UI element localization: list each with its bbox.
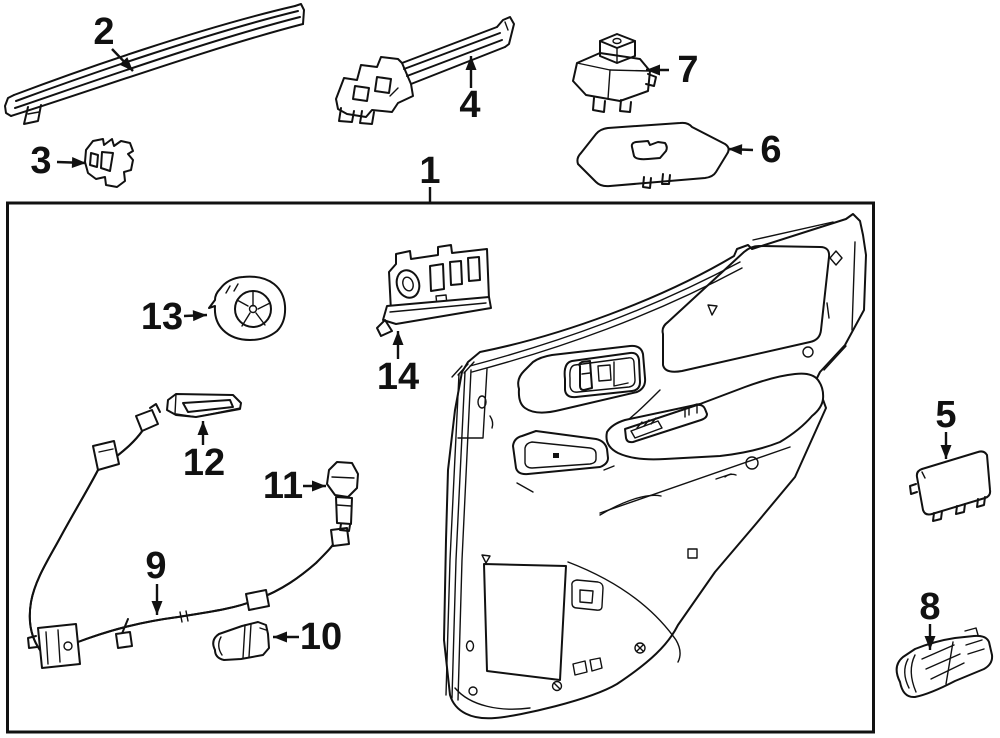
callout-13[interactable]: 13 bbox=[141, 296, 208, 338]
callout-1[interactable]: 1 bbox=[419, 150, 441, 203]
part-5-drawing bbox=[909, 450, 992, 522]
part-13-drawing bbox=[208, 275, 287, 341]
part-2-drawing bbox=[4, 3, 305, 125]
callout-12[interactable]: 12 bbox=[183, 421, 225, 484]
callout-9-arrowhead-icon bbox=[151, 601, 163, 615]
callout-10-label: 10 bbox=[300, 616, 342, 658]
callout-6-arrowhead-icon bbox=[728, 144, 743, 156]
callout-5-arrowhead-icon bbox=[940, 445, 952, 459]
callout-12-arrowhead-icon bbox=[197, 421, 209, 435]
callout-6[interactable]: 6 bbox=[727, 129, 782, 171]
callout-11[interactable]: 11 bbox=[263, 465, 326, 507]
callout-12-label: 12 bbox=[183, 442, 225, 484]
callout-13-arrowhead-icon bbox=[192, 310, 207, 322]
callout-3[interactable]: 3 bbox=[30, 140, 87, 182]
callout-8-label: 8 bbox=[919, 586, 940, 628]
callout-14-arrowhead-icon bbox=[392, 331, 404, 345]
callout-3-arrowhead-icon bbox=[71, 157, 86, 169]
callout-3-label: 3 bbox=[30, 140, 51, 182]
callout-4-arrowhead-icon bbox=[465, 56, 477, 70]
part-12-drawing bbox=[166, 393, 242, 418]
callout-11-arrowhead-icon bbox=[312, 480, 326, 492]
part-11-drawing bbox=[326, 461, 359, 532]
part-14-drawing bbox=[376, 244, 492, 337]
part-4-drawing bbox=[335, 16, 515, 125]
callout-14[interactable]: 14 bbox=[377, 331, 419, 398]
callout-9[interactable]: 9 bbox=[145, 545, 167, 615]
callout-5-label: 5 bbox=[935, 394, 956, 436]
callout-8-arrowhead-icon bbox=[924, 636, 936, 650]
callout-6-label: 6 bbox=[760, 129, 781, 171]
callout-4-label: 4 bbox=[459, 84, 480, 126]
callout-4[interactable]: 4 bbox=[459, 56, 481, 126]
part-9-drawing bbox=[27, 403, 350, 669]
part-6-drawing bbox=[576, 121, 730, 189]
assembly-boundary-box bbox=[6, 201, 875, 734]
callout-2-label: 2 bbox=[93, 11, 114, 53]
part-1-door-trim-panel-drawing bbox=[443, 213, 867, 720]
callout-8[interactable]: 8 bbox=[919, 586, 941, 650]
callout-1-label: 1 bbox=[419, 150, 440, 192]
part-10-drawing bbox=[212, 621, 270, 661]
callout-10-arrowhead-icon bbox=[273, 631, 287, 643]
callout-2-arrowhead-icon bbox=[119, 57, 133, 71]
callout-2[interactable]: 2 bbox=[93, 11, 134, 72]
part-8-drawing bbox=[895, 627, 994, 699]
callout-5[interactable]: 5 bbox=[935, 394, 957, 459]
callout-9-label: 9 bbox=[145, 545, 166, 587]
callout-7-arrowhead-icon bbox=[646, 64, 660, 76]
callout-7-label: 7 bbox=[677, 49, 698, 91]
callout-10[interactable]: 10 bbox=[273, 616, 342, 658]
callout-14-label: 14 bbox=[377, 356, 419, 398]
callout-13-label: 13 bbox=[141, 296, 183, 338]
part-3-drawing bbox=[84, 138, 134, 188]
callout-7[interactable]: 7 bbox=[646, 49, 699, 91]
part-7-drawing bbox=[572, 33, 657, 113]
callout-11-label: 11 bbox=[263, 465, 303, 507]
